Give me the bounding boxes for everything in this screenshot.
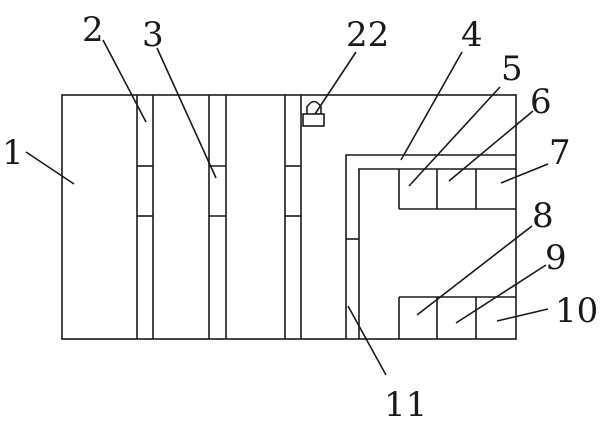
leader-11 <box>347 305 387 376</box>
upper-compartments <box>398 169 516 210</box>
label-8: 8 <box>532 196 554 236</box>
label-22: 22 <box>346 15 389 55</box>
leader-7 <box>500 163 549 184</box>
leader-6 <box>448 110 534 182</box>
outer-housing <box>61 94 517 340</box>
leader-1 <box>25 151 75 185</box>
left-section <box>136 95 302 339</box>
label-9: 9 <box>545 238 567 278</box>
label-7: 7 <box>549 133 571 173</box>
reference-labels: 1 2 3 22 4 5 6 7 8 9 10 11 <box>2 10 598 425</box>
leader-3 <box>156 47 217 179</box>
leader-22 <box>314 51 357 115</box>
label-4: 4 <box>461 15 483 55</box>
leader-9 <box>455 264 547 324</box>
label-1: 1 <box>2 133 24 173</box>
leader-10 <box>496 308 549 322</box>
leader-lines <box>25 39 549 376</box>
leader-8 <box>416 225 533 316</box>
leader-4 <box>400 51 463 161</box>
label-6: 6 <box>530 82 552 122</box>
label-11: 11 <box>384 385 427 425</box>
leader-5 <box>408 86 501 187</box>
leader-2 <box>102 39 147 123</box>
label-5: 5 <box>501 49 523 89</box>
padlock <box>302 100 325 127</box>
label-2: 2 <box>82 10 104 50</box>
label-10: 10 <box>555 291 598 331</box>
label-3: 3 <box>142 15 164 55</box>
